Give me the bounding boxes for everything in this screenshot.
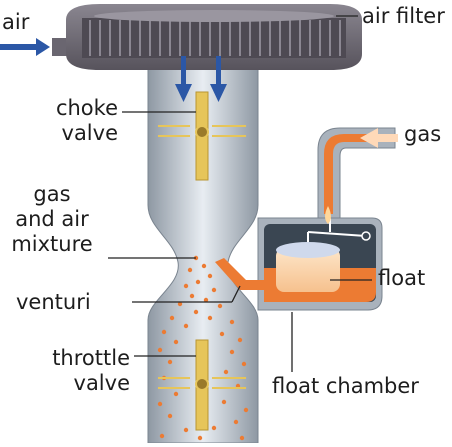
label-venturi: venturi bbox=[16, 290, 91, 314]
label-gas: gas bbox=[404, 122, 442, 146]
label-gas-and-air-mixture: gas and air mixture bbox=[11, 182, 93, 256]
label-air: air bbox=[2, 10, 30, 34]
float-top bbox=[276, 242, 340, 258]
fuel-channel bbox=[215, 258, 264, 290]
label-air-filter: air filter bbox=[362, 4, 445, 28]
fuel-drip bbox=[325, 206, 331, 224]
choke-valve-shape bbox=[158, 91, 246, 181]
label-float-chamber: float chamber bbox=[272, 374, 419, 398]
throttle-valve-shape bbox=[158, 339, 246, 431]
air-arrows bbox=[0, 38, 227, 102]
label-float: float bbox=[378, 266, 426, 290]
label-choke-valve: choke valve bbox=[55, 96, 118, 145]
float-arm bbox=[307, 231, 367, 237]
gas-inlet-pipe bbox=[317, 127, 396, 219]
label-throttle-valve: throttle valve bbox=[52, 346, 130, 395]
float-element bbox=[276, 248, 340, 292]
gas-arrow bbox=[360, 128, 398, 148]
air-filter-shape bbox=[52, 4, 362, 70]
leader-lines bbox=[108, 15, 372, 372]
